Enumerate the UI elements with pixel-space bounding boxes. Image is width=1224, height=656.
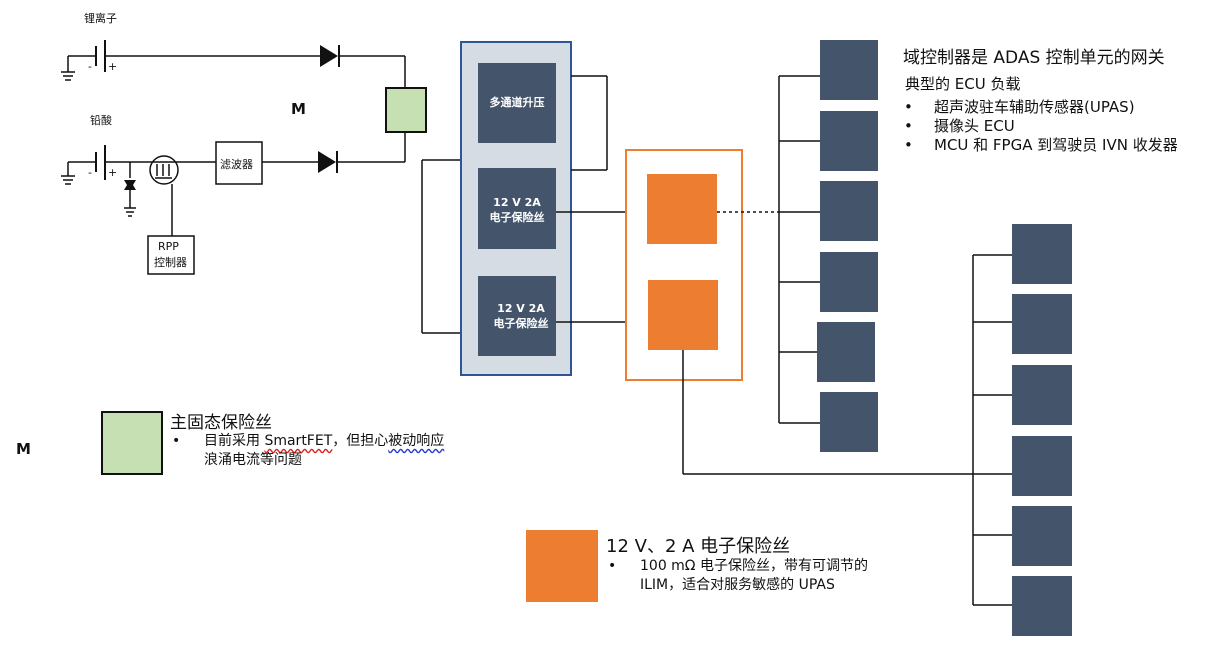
lithium-battery-symbol (61, 40, 320, 81)
ecu-block (1012, 436, 1072, 496)
battery-plus-2: + (108, 166, 118, 179)
lead-acid-battery-symbol (61, 145, 150, 185)
ecu-block (1012, 576, 1072, 636)
efuse-1-label-line1: 12 V 2A (493, 196, 541, 209)
legend-main-fuse-desc: • 目前采用 SmartFET，但担心被动响应 浪涌电流等问题 (170, 432, 530, 470)
battery-minus-1: - (88, 60, 92, 73)
m-mark-bottom: M (16, 440, 31, 458)
mosfet-icon (149, 155, 179, 236)
legend-main-fuse-mid: ，但担心 (332, 433, 389, 449)
ecu-block (820, 111, 878, 171)
battery-plus-1: + (108, 60, 118, 73)
diode-1-icon (320, 45, 338, 67)
legend-main-fuse-swatch (101, 411, 163, 475)
legend-efuse-swatch (526, 530, 598, 602)
ecu-block (1012, 224, 1072, 284)
legend-main-fuse-concern: 被动响应 (388, 433, 445, 449)
ecu-load-item: 超声波驻车辅助传感器(UPAS) (900, 98, 1178, 117)
battery-minus-2: - (88, 166, 92, 179)
filter-box (215, 141, 263, 185)
legend-main-fuse-brand: SmartFET (264, 433, 333, 449)
efuse-2-label-line1: 12 V 2A (497, 302, 545, 315)
legend-efuse-title: 12 V、2 A 电子保险丝 (606, 536, 791, 557)
legend-efuse-desc: • 100 mΩ 电子保险丝，带有可调节的 ILIM，适合对服务敏感的 UPAS (606, 557, 966, 595)
ecu-block (1012, 506, 1072, 566)
ecu-column-left (817, 40, 878, 452)
efuse-2-label-line2: 电子保险丝 (493, 317, 549, 330)
efuse-1-label-line2: 电子保险丝 (489, 211, 545, 224)
orange-efuse-lower (648, 280, 718, 350)
ecu-block (1012, 365, 1072, 425)
filter-label: 滤波器 (220, 158, 253, 171)
rpp-controller-box (147, 235, 195, 275)
orange-efuse-upper (647, 174, 717, 244)
legend-efuse-line1: 100 mΩ 电子保险丝，带有可调节的 (640, 558, 868, 574)
rpp-label-line1: RPP (158, 240, 179, 253)
ecu-load-item: 摄像头 ECU (900, 117, 1178, 136)
legend-efuse-line2: ILIM，适合对服务敏感的 UPAS (640, 577, 835, 593)
ecu-load-item: MCU 和 FPGA 到驾驶员 IVN 收发器 (900, 136, 1178, 155)
ecu-block (817, 322, 875, 382)
diode-2-icon (318, 151, 336, 173)
lithium-battery-label: 锂离子 (84, 12, 117, 25)
domain-controller-title: 域控制器是 ADAS 控制单元的网关 (903, 48, 1165, 68)
boost-block (478, 63, 556, 143)
ecu-block (820, 181, 878, 241)
ecu-column-right (1012, 224, 1072, 636)
efuse-block-1 (478, 168, 556, 249)
ecu-block (820, 392, 878, 452)
m-mark-top: M (291, 100, 306, 118)
ecu-block (1012, 294, 1072, 354)
efuse-block-2 (478, 276, 556, 356)
legend-main-fuse-line2: 浪涌电流等问题 (204, 452, 302, 468)
legend-main-fuse-prefix: 目前采用 (204, 433, 265, 449)
ecu-load-list: 超声波驻车辅助传感器(UPAS) 摄像头 ECU MCU 和 FPGA 到驾驶员… (900, 98, 1178, 155)
tvs-diode-icon (124, 162, 136, 217)
main-fuse-box (385, 87, 427, 133)
ecu-block (820, 40, 878, 100)
lead-acid-battery-label: 铅酸 (90, 114, 112, 127)
rpp-label-line2: 控制器 (154, 256, 187, 269)
boost-label: 多通道升压 (489, 96, 545, 109)
legend-main-fuse-title: 主固态保险丝 (170, 413, 272, 433)
ecu-block (820, 252, 878, 312)
domain-controller-subtitle: 典型的 ECU 负载 (905, 75, 1021, 93)
